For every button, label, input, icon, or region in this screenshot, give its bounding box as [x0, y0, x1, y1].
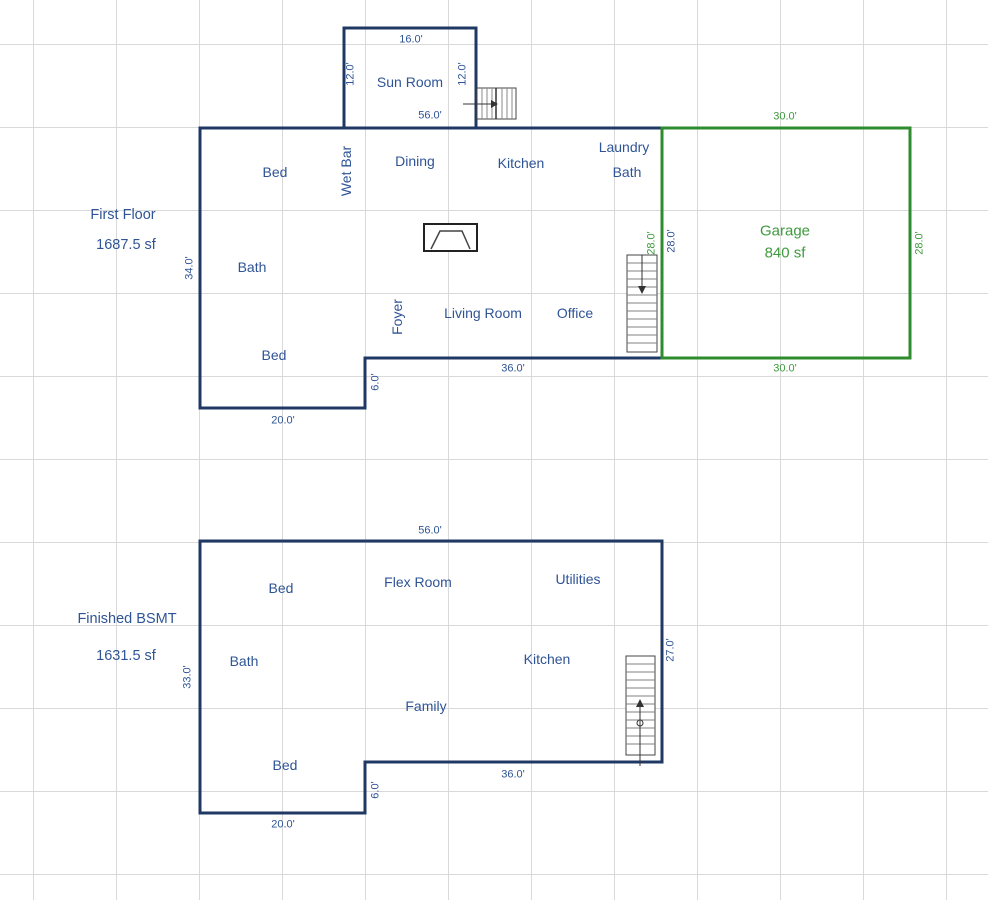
dim-basement-right: 27.0': [664, 638, 677, 662]
dim-garage-right: 28.0': [913, 231, 926, 255]
room-label-sun-room: Sun Room: [376, 74, 444, 90]
room-label-bath: Bath: [237, 259, 267, 275]
basement-area: 1631.5 sf: [96, 647, 156, 664]
room-label-laundry-bath: Bath: [612, 164, 642, 180]
dim-first-floor-bottom-right: 36.0': [501, 362, 525, 375]
dim-sun-room-left: 12.0': [344, 62, 357, 86]
entry-stairs-icon: [463, 87, 517, 120]
sun-room-outline: [342, 26, 478, 130]
stairs-icon-first-floor: [626, 254, 658, 353]
dim-first-floor-bottom-left: 20.0': [271, 414, 295, 427]
dim-basement-bottom-left: 20.0': [271, 818, 295, 831]
dim-garage-bottom: 30.0': [773, 362, 797, 375]
garage-outline: [660, 126, 912, 360]
room-label-utilities: Utilities: [555, 571, 601, 587]
dim-basement-left: 33.0': [181, 665, 194, 689]
fireplace-icon: [423, 223, 478, 252]
room-label-living-room: Living Room: [444, 305, 522, 321]
room-label-wet-bar: Wet Bar: [338, 145, 354, 197]
dim-basement-bottom-right: 36.0': [501, 768, 525, 781]
dim-basement-top: 56.0': [418, 524, 442, 537]
room-label-foyer: Foyer: [389, 299, 405, 335]
garage-area: 840 sf: [764, 244, 806, 262]
stairs-icon-basement: [625, 655, 656, 766]
dim-sun-room-top: 16.0': [399, 33, 423, 46]
dim-first-floor-top: 56.0': [418, 109, 442, 122]
room-label-bed-top: Bed: [262, 164, 288, 180]
dim-first-floor-left: 34.0': [183, 256, 196, 280]
room-label-bsmt-bed-bottom: Bed: [272, 757, 298, 773]
first-floor-title: First Floor: [90, 206, 156, 223]
room-label-office: Office: [556, 305, 594, 321]
basement-title: Finished BSMT: [77, 610, 177, 627]
dim-sun-room-right: 12.0': [456, 62, 469, 86]
room-label-bsmt-bed-top: Bed: [268, 580, 294, 596]
room-label-laundry: Laundry: [598, 139, 650, 155]
room-label-dining: Dining: [395, 153, 435, 169]
dim-first-floor-step: 6.0': [369, 373, 382, 391]
room-label-bed-bottom: Bed: [261, 347, 287, 363]
room-label-kitchen: Kitchen: [497, 155, 545, 171]
dim-garage-top: 30.0': [773, 110, 797, 123]
first-floor-area: 1687.5 sf: [96, 236, 156, 253]
basement-outline: [198, 539, 664, 815]
room-label-bsmt-kitchen: Kitchen: [523, 651, 571, 667]
dim-first-floor-right: 28.0': [665, 229, 678, 253]
dim-basement-step: 6.0': [369, 781, 382, 799]
room-label-family: Family: [405, 698, 447, 714]
room-label-bsmt-bath: Bath: [229, 653, 259, 669]
garage-title: Garage: [759, 222, 811, 240]
dim-garage-left: 28.0': [645, 231, 658, 255]
room-label-flex-room: Flex Room: [384, 574, 452, 590]
